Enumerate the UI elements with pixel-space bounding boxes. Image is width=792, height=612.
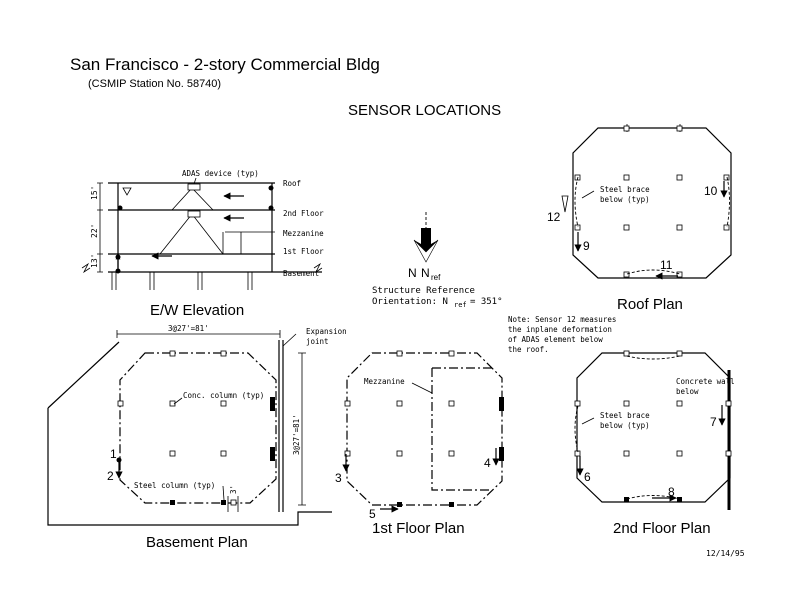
offset-dimension: 3' [229, 485, 238, 494]
note-line-3: of ADAS element below [508, 335, 603, 344]
level-first: 1st Floor [283, 247, 324, 256]
level-roof: Roof [283, 179, 301, 188]
basement-plan: 3@27'=81' 3@27'=81' Expansion joint 1 2 … [47, 324, 347, 551]
adas-label: ADAS device (typ) [182, 169, 259, 178]
sensor-4: 4 [484, 456, 491, 470]
orientation-value: = 351° [470, 297, 503, 307]
north-arrow-icon [414, 228, 438, 262]
depth-dimension: 3@27'=81' [292, 414, 301, 455]
note: Note: Sensor 12 measures the inplane def… [508, 315, 616, 354]
nref-subscript: ref [431, 273, 441, 282]
expansion-label-2: joint [306, 337, 329, 346]
height-roof: 15' [90, 186, 99, 200]
sensor-6: 6 [584, 470, 591, 484]
floor2-brace-label-2: below (typ) [600, 421, 650, 430]
sensor-2: 2 [107, 469, 114, 483]
reference-orientation: N N ref Structure Reference Orientation:… [372, 212, 503, 309]
concrete-wall-label-2: below [676, 387, 699, 396]
expansion-label-1: Expansion [306, 327, 347, 336]
orientation-prefix: Orientation: N [372, 297, 448, 307]
second-floor-plan: Steel brace below (typ) Concrete wall be… [574, 350, 735, 537]
concrete-wall-label-1: Concrete wall [676, 377, 735, 386]
width-dimension: 3@27'=81' [168, 324, 209, 333]
reference-label: Structure Reference [372, 286, 475, 296]
sensor-10: 10 [704, 184, 718, 198]
conc-column-label: Conc. column (typ) [183, 391, 264, 400]
roof-brace-label-1: Steel brace [600, 185, 650, 194]
roof-plan: Steel brace below (typ) 9 10 11 12 Roof … [547, 124, 732, 313]
note-line-1: Note: Sensor 12 measures [508, 315, 616, 324]
sensor-5: 5 [369, 507, 376, 521]
sensor-1: 1 [110, 447, 117, 461]
header: San Francisco - 2-story Commercial Bldg … [70, 55, 745, 558]
drawing-title: San Francisco - 2-story Commercial Bldg [70, 55, 380, 74]
orientation-subscript: ref [454, 301, 467, 309]
first-floor-plan-title: 1st Floor Plan [372, 520, 465, 537]
note-line-2: the inplane deformation [508, 325, 612, 334]
roof-brace-label-2: below (typ) [600, 195, 650, 204]
north-label: N [408, 266, 417, 280]
section-heading: SENSOR LOCATIONS [348, 102, 501, 119]
first-floor-plan: Mezzanine 3 4 5 1st Floor Plan [335, 350, 504, 537]
steel-column-label: Steel column (typ) [134, 481, 215, 490]
level-second: 2nd Floor [283, 209, 324, 218]
ew-elevation: 15' 22' 13' ADAS device (typ) Roof 2nd F… [81, 169, 324, 319]
sensor-12: 12 [547, 210, 561, 224]
height-first: 13' [90, 254, 99, 268]
drawing-date: 12/14/95 [706, 549, 745, 558]
mezzanine-label: Mezzanine [364, 377, 405, 386]
nref-label: N [421, 266, 430, 280]
sensor-9: 9 [583, 239, 590, 253]
height-second: 22' [90, 224, 99, 238]
station-number: (CSMIP Station No. 58740) [88, 78, 221, 90]
basement-plan-title: Basement Plan [146, 534, 248, 551]
roof-plan-title: Roof Plan [617, 296, 683, 313]
note-line-4: the roof. [508, 345, 549, 354]
sensor-8: 8 [668, 485, 675, 499]
sensor-11: 11 [660, 258, 673, 272]
level-basement: Basement [283, 269, 319, 278]
floor2-brace-label-1: Steel brace [600, 411, 650, 420]
level-mezzanine: Mezzanine [283, 229, 324, 238]
second-floor-plan-title: 2nd Floor Plan [613, 520, 711, 537]
sensor-7: 7 [710, 415, 717, 429]
elevation-title: E/W Elevation [150, 302, 244, 319]
sensor-3: 3 [335, 471, 342, 485]
